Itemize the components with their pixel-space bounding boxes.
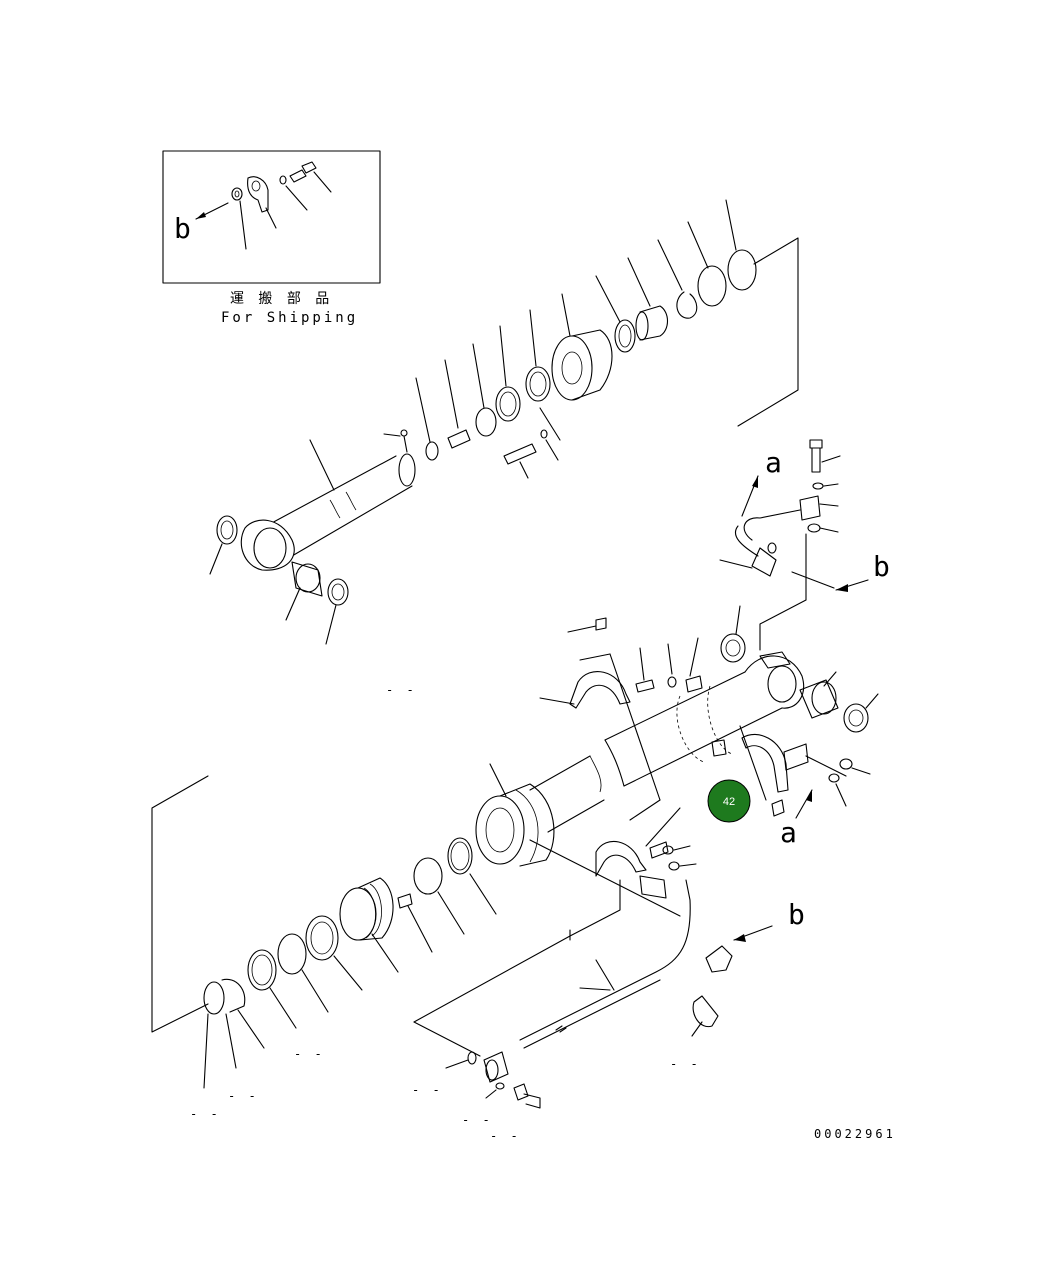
tube-body-lower xyxy=(529,755,605,833)
clamp-right-plate xyxy=(783,743,809,771)
washer-lower xyxy=(495,1082,505,1090)
clamp-upper xyxy=(569,671,631,709)
inset-caption-en: For Shipping xyxy=(221,310,358,326)
pipe-clamp xyxy=(799,495,821,521)
cylinder-head-parts xyxy=(415,199,799,479)
piston-seal xyxy=(277,933,307,975)
assembly-bracket-line xyxy=(737,237,799,427)
o-ring-3 xyxy=(727,249,757,291)
set-screw xyxy=(447,429,471,449)
tube-head-flange xyxy=(475,795,525,865)
cylinder-tube xyxy=(475,605,879,867)
grease-nipple xyxy=(400,429,408,437)
ref-label-4: - - xyxy=(412,1083,443,1097)
ref-label-2: - - xyxy=(228,1089,259,1103)
inset-caption-jp: 運 搬 部 品 xyxy=(230,291,332,307)
lower-pipe xyxy=(519,879,691,1041)
clamp-washer xyxy=(812,482,824,490)
piston-rod xyxy=(267,455,413,557)
clamp-lower-plate xyxy=(639,875,667,899)
pipe-fitting xyxy=(751,547,777,577)
inset-shipping-parts: b xyxy=(162,150,381,284)
callout-number[interactable]: 42 xyxy=(723,796,735,808)
piston-ring-1 xyxy=(447,837,473,875)
piping-lower: b xyxy=(413,839,805,1109)
piston-set-screw xyxy=(397,893,413,909)
ref-label-6: - - xyxy=(490,1129,521,1143)
pipe-fitting-lower xyxy=(483,1051,509,1083)
clamp-lower-washer xyxy=(668,861,680,871)
nut xyxy=(203,981,225,1015)
tube-port xyxy=(759,651,791,669)
eye-dust-seal xyxy=(843,703,869,733)
eye-bushing xyxy=(799,679,839,719)
snap-ring xyxy=(425,441,439,461)
inset-frame xyxy=(162,150,381,284)
drawing-number: 00022961 xyxy=(814,1127,896,1141)
inset-bolt xyxy=(289,169,307,183)
cylinder-head xyxy=(551,335,593,401)
rod-seal-left xyxy=(216,515,238,545)
inset-lock-plate xyxy=(247,176,269,213)
head-bolt xyxy=(503,443,537,465)
ref-label-3: - - xyxy=(190,1107,221,1121)
o-ring-1 xyxy=(614,319,636,353)
view-label-b-lower: b xyxy=(788,898,805,931)
piping-upper-right: a b xyxy=(719,439,890,651)
inset-view-label-b: b xyxy=(174,212,191,245)
washer-small xyxy=(667,676,677,688)
inset-washer xyxy=(231,187,243,201)
inset-arrowhead xyxy=(196,212,206,219)
view-label-a-clamp: a xyxy=(780,816,797,849)
head-bolt-washer xyxy=(540,429,548,439)
ref-label-7: - - xyxy=(670,1057,701,1071)
bushing-sleeve xyxy=(639,305,669,341)
tube-clamps: a xyxy=(539,617,871,899)
o-ring-2 xyxy=(697,265,727,307)
tube-bottom-eye xyxy=(744,655,804,709)
clamp-right-nut xyxy=(839,758,853,770)
bolt-lower xyxy=(513,1083,529,1101)
pipe-line xyxy=(734,509,801,557)
clamp-lower-nut xyxy=(662,845,674,855)
slide-ring xyxy=(247,949,277,991)
fitting-b xyxy=(705,945,733,973)
callout-marker[interactable] xyxy=(707,779,751,823)
piston-parts xyxy=(151,775,571,1089)
piston-bracket-line xyxy=(151,775,209,1033)
o-ring-lower xyxy=(467,1051,477,1065)
ref-label-8: - - xyxy=(386,683,417,697)
view-label-b-right: b xyxy=(873,550,890,583)
rod-bushing xyxy=(291,561,323,597)
ref-label-5: - - xyxy=(462,1113,493,1127)
clamp-right-washer xyxy=(828,773,840,783)
inset-washer-2 xyxy=(279,175,287,185)
cushion-ring xyxy=(221,978,246,1013)
clamp-block xyxy=(685,675,703,693)
rod-end-collar xyxy=(398,453,416,487)
clamp-bolt-head xyxy=(809,439,823,449)
bolt-small xyxy=(635,679,655,693)
buffer-ring xyxy=(525,366,551,402)
ref-label-1: - - xyxy=(294,1047,325,1061)
piston xyxy=(339,887,377,941)
rod-dust-seal xyxy=(327,578,349,606)
snap-ring-2 xyxy=(676,291,698,319)
wear-ring xyxy=(305,915,339,961)
rod-packing xyxy=(495,386,521,422)
clamp-lower xyxy=(595,840,647,877)
clamp-right xyxy=(741,733,789,793)
backup-ring xyxy=(475,407,497,437)
hose-clamp xyxy=(692,995,719,1028)
eye-seal xyxy=(720,633,746,663)
hidden-band xyxy=(676,695,705,763)
view-label-a-top: a xyxy=(765,446,782,479)
o-ring-pipe xyxy=(807,523,821,533)
piston-rod-assembly xyxy=(209,429,416,645)
clamp-upper-bolt xyxy=(595,617,607,631)
piston-ring-2 xyxy=(413,857,443,895)
